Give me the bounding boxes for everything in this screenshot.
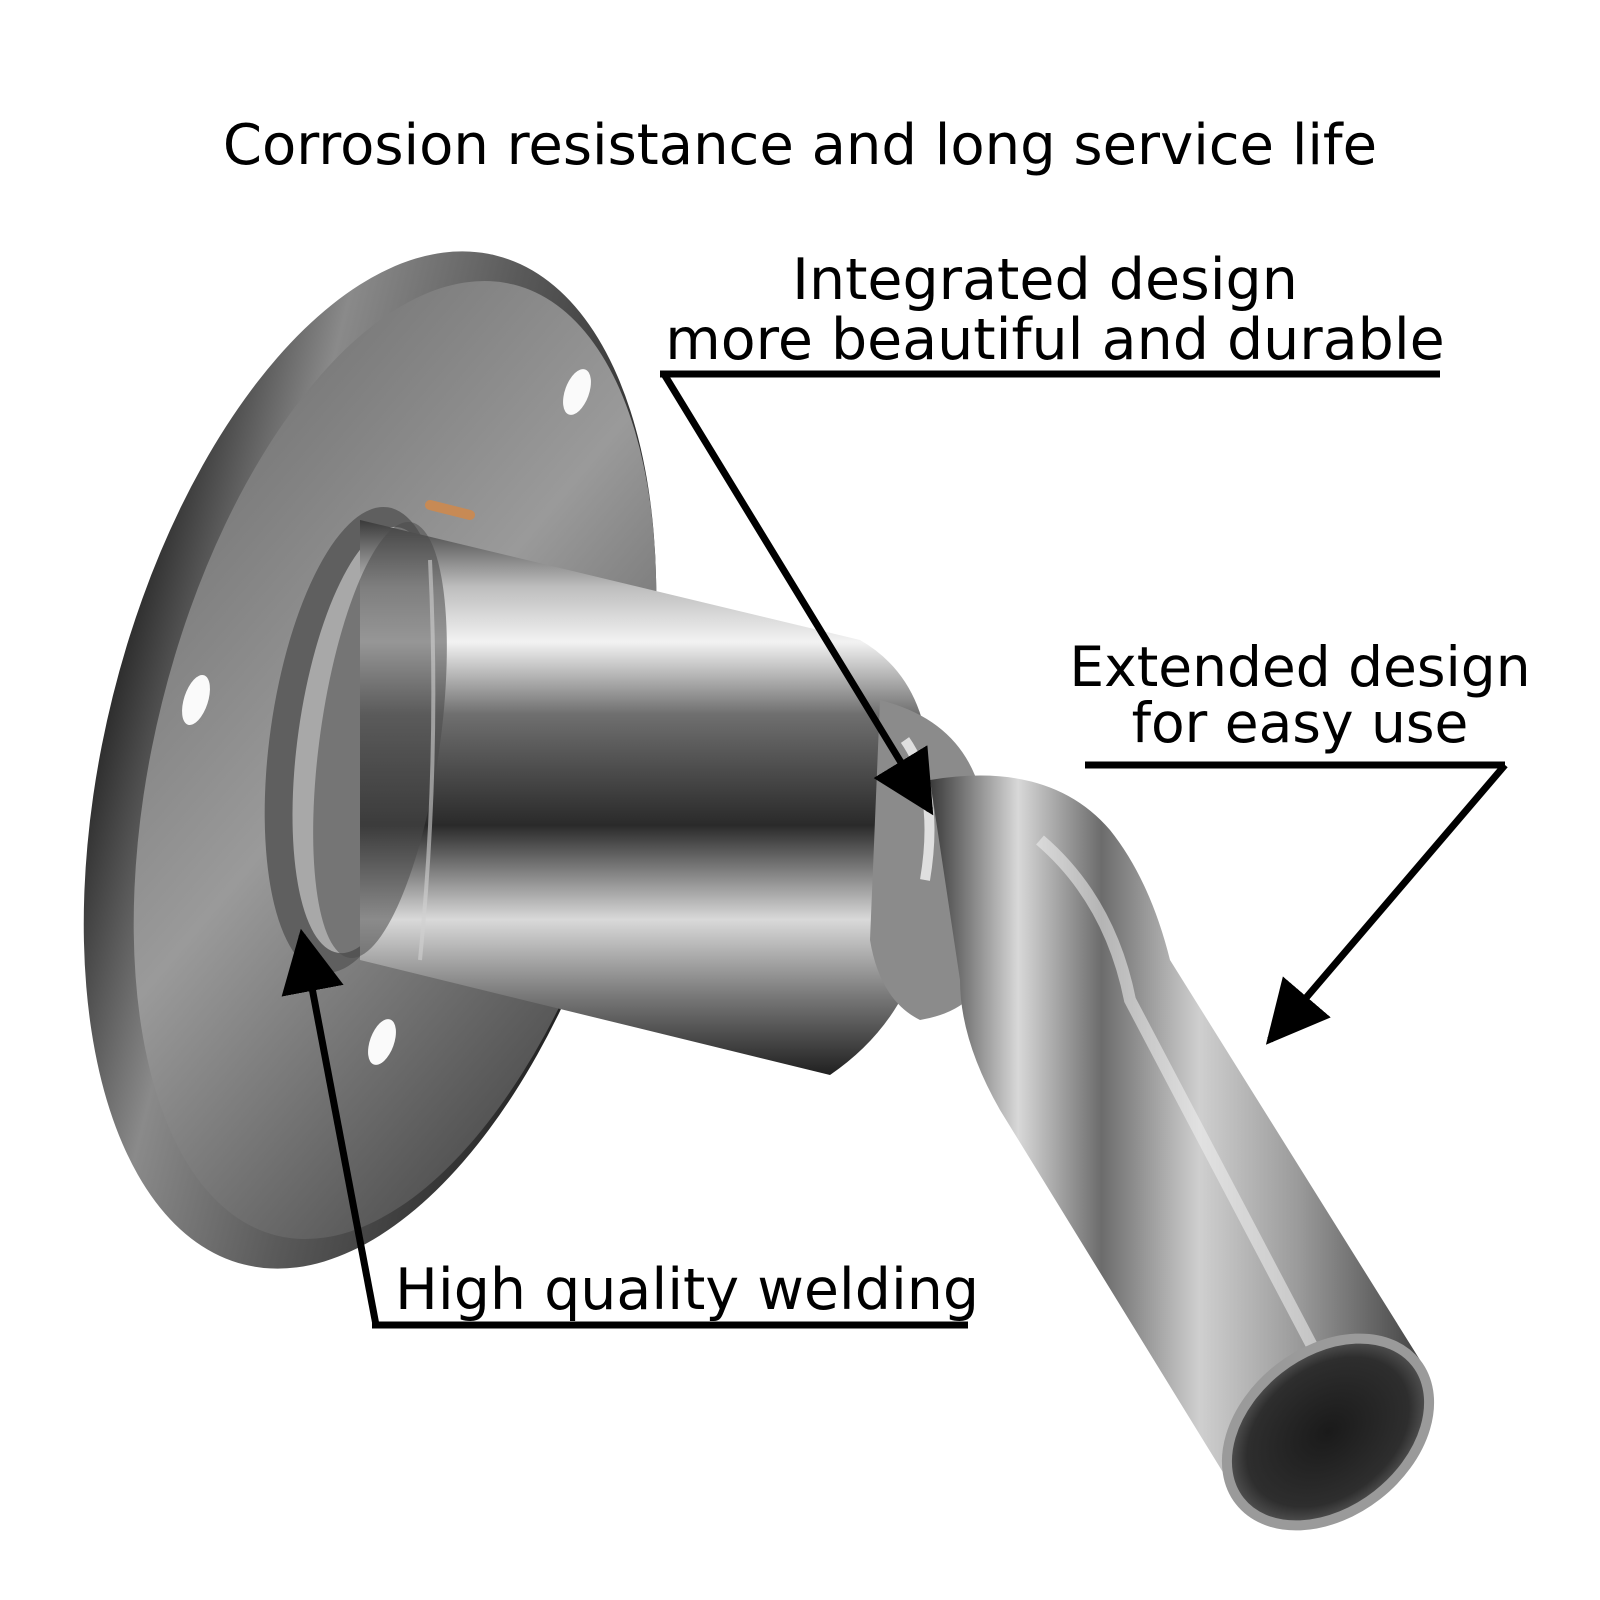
welding-arrow <box>281 928 380 1326</box>
callout-welding-title: High quality welding <box>395 1257 980 1323</box>
mounting-hole <box>182 674 210 726</box>
callout-integrated-subtitle: more beautiful and durable <box>665 307 1445 373</box>
callout-integrated-title: Integrated design <box>792 247 1298 313</box>
extended-arrow <box>1265 762 1508 1045</box>
callout-extended-title: Extended design <box>1069 635 1531 699</box>
mounting-hole <box>368 1019 396 1065</box>
mounting-hole <box>563 369 591 415</box>
callout-extended-subtitle: for easy use <box>1131 691 1469 755</box>
angled-spout <box>930 775 1435 1531</box>
headline: Corrosion resistance and long service li… <box>222 113 1378 178</box>
callout-lines <box>281 370 1508 1329</box>
main-tube <box>313 520 930 1075</box>
spout-opening <box>1221 1333 1435 1531</box>
integrated-arrow <box>661 372 934 816</box>
